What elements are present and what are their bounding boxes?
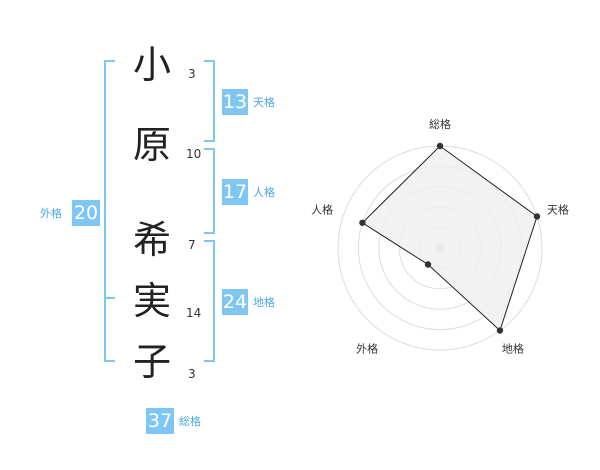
gaikaku-value: 20 <box>72 200 100 226</box>
stroke-count-1: 3 <box>188 67 196 81</box>
gaikaku-bracket-divider <box>104 297 115 299</box>
stroke-count-4: 14 <box>186 306 202 320</box>
tenkaku-label: 天格 <box>253 96 275 109</box>
radar-axis-label: 人格 <box>311 203 333 217</box>
name-char-1: 小 <box>132 43 171 87</box>
radar-point <box>359 219 366 226</box>
stroke-count-5: 3 <box>188 367 196 381</box>
tenkaku-bracket <box>204 60 215 142</box>
soukaku-label: 総格 <box>179 415 201 428</box>
stroke-count-2: 10 <box>186 147 202 161</box>
radar-point <box>533 213 541 220</box>
name-char-3: 希 <box>132 218 171 262</box>
radar-polygon <box>361 145 538 332</box>
radar-axis-label: 地格 <box>502 341 524 355</box>
soukaku-value: 37 <box>146 408 174 434</box>
stroke-count-3: 7 <box>188 238 196 252</box>
chikaku-value: 24 <box>222 289 248 315</box>
name-char-2: 原 <box>132 123 171 167</box>
tenkaku-value: 13 <box>222 89 248 115</box>
radar-axis-label: 外格 <box>356 341 378 355</box>
name-char-5: 子 <box>132 340 171 384</box>
gaikaku-label: 外格 <box>40 207 62 220</box>
jinkaku-value: 17 <box>222 179 248 205</box>
name-char-4: 実 <box>132 279 171 323</box>
jinkaku-label: 人格 <box>253 186 275 199</box>
radar-point <box>496 327 504 334</box>
jinkaku-bracket <box>204 148 215 234</box>
radar-point <box>424 261 432 268</box>
chikaku-bracket <box>204 240 215 362</box>
gaikaku-bracket <box>104 60 115 362</box>
radar-axis-label: 総格 <box>429 117 451 131</box>
radar-axis-label: 天格 <box>547 203 569 217</box>
radar-point <box>436 142 444 150</box>
chikaku-label: 地格 <box>253 296 275 309</box>
